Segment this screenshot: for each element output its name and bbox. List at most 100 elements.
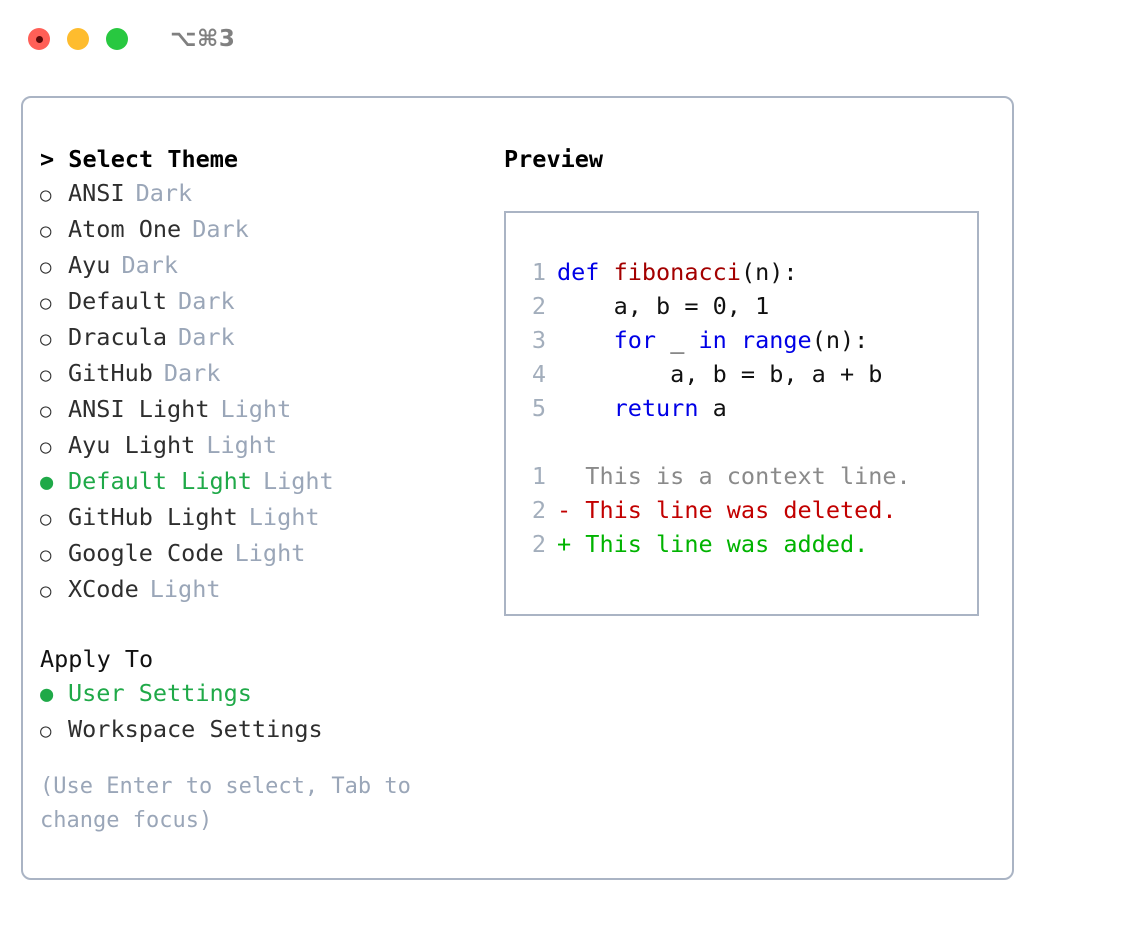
code-line: 4 a, b = b, a + b	[520, 357, 977, 391]
spacer	[520, 425, 977, 459]
code-token: a	[698, 394, 727, 422]
code-token: This is a context line.	[557, 462, 911, 490]
theme-option-xcode[interactable]: ○ XCode Light	[40, 572, 483, 608]
theme-option-label: GitHub	[68, 359, 153, 387]
line-number: 1	[531, 258, 546, 286]
theme-variant-badge: Dark	[163, 359, 221, 387]
theme-option-label: GitHub Light	[68, 503, 238, 531]
theme-option-dracula[interactable]: ○ Dracula Dark	[40, 320, 483, 356]
diff-sample: 1 This is a context line. 2 - This line wa…	[520, 459, 977, 561]
code-token: in	[698, 326, 727, 354]
theme-option-github[interactable]: ○ GitHub Dark	[40, 356, 483, 392]
theme-variant-badge: Dark	[192, 215, 249, 243]
diff-line: 2 + This line was added.	[520, 527, 977, 561]
theme-option-label: Dracula	[68, 323, 168, 351]
titlebar: ⌥⌘3	[0, 0, 1140, 78]
theme-option-label: Ayu Light	[68, 431, 196, 459]
code-token: range	[740, 326, 812, 354]
code-token: + This line was added.	[557, 530, 869, 558]
theme-variant-badge: Dark	[178, 287, 235, 315]
theme-option-default[interactable]: ○ Default Dark	[40, 284, 483, 320]
preview-header: Preview	[504, 145, 604, 173]
theme-variant-badge: Dark	[178, 323, 235, 351]
radio-unselected-icon: ○	[40, 720, 52, 742]
window-controls	[28, 28, 128, 50]
code-token: - This line was deleted.	[557, 496, 897, 524]
code-token: a, b = 0, 1	[557, 292, 770, 320]
line-number: 5	[531, 394, 546, 422]
keyboard-shortcut-label: ⌥⌘3	[170, 26, 236, 52]
code-token	[557, 394, 614, 422]
theme-option-ansi[interactable]: ○ ANSI Dark	[40, 176, 483, 212]
theme-variant-badge: Light	[248, 503, 320, 531]
radio-unselected-icon: ○	[40, 544, 52, 566]
theme-variant-badge: Dark	[121, 251, 179, 279]
apply-to-header: Apply To	[40, 645, 154, 673]
radio-unselected-icon: ○	[40, 292, 52, 314]
theme-option-github-light[interactable]: ○ GitHub Light Light	[40, 500, 483, 536]
line-number: 2	[531, 496, 546, 524]
code-token: (n):	[811, 326, 869, 354]
code-token	[727, 326, 741, 354]
radio-unselected-icon: ○	[40, 328, 52, 350]
code-line: 5 return a	[520, 391, 977, 425]
theme-option-label: ANSI	[68, 179, 125, 207]
minimize-button-icon[interactable]	[67, 28, 89, 50]
code-token: for	[613, 326, 657, 354]
radio-unselected-icon: ○	[40, 220, 52, 242]
diff-line: 1 This is a context line.	[520, 459, 977, 493]
spacer	[40, 748, 483, 770]
code-line: 2 a, b = 0, 1	[520, 289, 977, 323]
theme-option-label: Ayu	[68, 251, 111, 279]
theme-option-label: XCode	[68, 575, 139, 603]
radio-unselected-icon: ○	[40, 580, 52, 602]
line-number: 2	[531, 292, 546, 320]
radio-selected-icon: ●	[40, 470, 54, 495]
code-token: fibonacci	[613, 258, 741, 286]
code-line: 3 for _ in range(n):	[520, 323, 977, 357]
apply-to-option-user-settings[interactable]: ●User Settings	[40, 676, 483, 712]
theme-variant-badge: Light	[262, 467, 334, 495]
code-token: (n):	[740, 258, 798, 286]
close-button-icon[interactable]	[28, 28, 50, 50]
theme-option-label: Default Light	[68, 467, 252, 495]
code-token: def	[557, 258, 614, 286]
apply-to-option-list: ●User Settings ○ Workspace Settings	[40, 676, 483, 748]
code-token: return	[613, 394, 699, 422]
theme-variant-badge: Light	[220, 395, 292, 423]
line-number: 2	[531, 530, 546, 558]
radio-unselected-icon: ○	[40, 508, 52, 530]
keyboard-hint-text: (Use Enter to select, Tab to change focu…	[40, 774, 425, 833]
theme-option-ansi-light[interactable]: ○ ANSI Light Light	[40, 392, 483, 428]
theme-variant-badge: Light	[149, 575, 221, 603]
apply-to-option-label: Workspace Settings	[68, 715, 323, 743]
radio-unselected-icon: ○	[40, 364, 52, 386]
theme-option-label: Google Code	[68, 539, 224, 567]
theme-option-label: ANSI Light	[68, 395, 210, 423]
theme-option-google-code[interactable]: ○ Google Code Light	[40, 536, 483, 572]
theme-variant-badge: Dark	[135, 179, 193, 207]
theme-option-label: Default	[68, 287, 168, 315]
radio-unselected-icon: ○	[40, 400, 52, 422]
code-line: 1 def fibonacci(n):	[520, 255, 977, 289]
line-number: 3	[531, 326, 546, 354]
maximize-button-icon[interactable]	[106, 28, 128, 50]
theme-variant-badge: Light	[234, 539, 306, 567]
record-dot-icon	[35, 35, 43, 43]
code-token: a, b = b, a + b	[557, 360, 883, 388]
line-number: 4	[531, 360, 546, 388]
radio-unselected-icon: ○	[40, 184, 52, 206]
radio-selected-icon: ●	[40, 682, 54, 707]
theme-option-atom-one[interactable]: ○ Atom One Dark	[40, 212, 483, 248]
theme-option-label: Atom One	[68, 215, 182, 243]
apply-to-option-workspace-settings[interactable]: ○ Workspace Settings	[40, 712, 483, 748]
theme-option-default-light[interactable]: ● Default Light Light	[40, 464, 483, 500]
